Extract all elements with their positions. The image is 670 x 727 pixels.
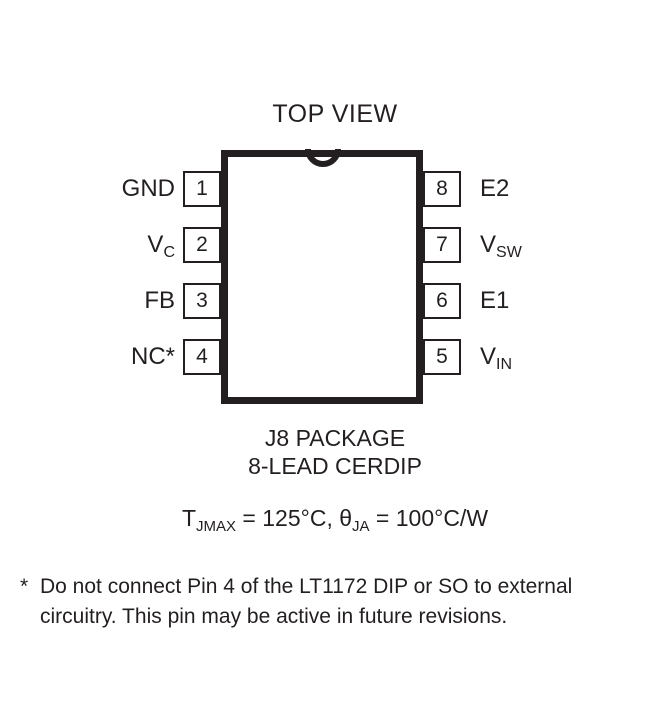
package-caption: J8 PACKAGE 8-LEAD CERDIP xyxy=(0,424,670,480)
pin-label-e1: E1 xyxy=(480,287,510,314)
pin-box-2[interactable]: 2 xyxy=(183,227,221,263)
pin-label-vc: VC xyxy=(147,231,175,261)
pin-box-4[interactable]: 4 xyxy=(183,339,221,375)
footnote: * Do not connect Pin 4 of the LT1172 DIP… xyxy=(20,572,652,632)
pin-box-8[interactable]: 8 xyxy=(423,171,461,207)
pin-box-3[interactable]: 3 xyxy=(183,283,221,319)
notch-semicircle-icon xyxy=(305,148,341,167)
package-name: J8 PACKAGE xyxy=(264,425,406,451)
pin-label-nc: NC* xyxy=(130,343,175,370)
pin-label-e2: E2 xyxy=(480,175,510,202)
pin-box-6[interactable]: 6 xyxy=(423,283,461,319)
pin-box-5[interactable]: 5 xyxy=(423,339,461,375)
pin-box-1[interactable]: 1 xyxy=(183,171,221,207)
footnote-text: Do not connect Pin 4 of the LT1172 DIP o… xyxy=(40,575,573,628)
footnote-marker-asterisk: * xyxy=(20,575,29,598)
thermal-spec: TJMAX = 125°C, θJA = 100°C/W xyxy=(181,505,489,535)
package-lead-count: 8-LEAD CERDIP xyxy=(248,453,422,479)
pin-box-7[interactable]: 7 xyxy=(423,227,461,263)
chip-body-outline xyxy=(221,150,423,404)
pin-label-vin: VIN xyxy=(480,343,513,373)
pin-label-fb: FB xyxy=(144,287,175,314)
pin-label-vsw: VSW xyxy=(480,231,522,261)
pin-label-gnd: GND xyxy=(121,175,175,202)
page-title: TOP VIEW xyxy=(272,100,398,128)
